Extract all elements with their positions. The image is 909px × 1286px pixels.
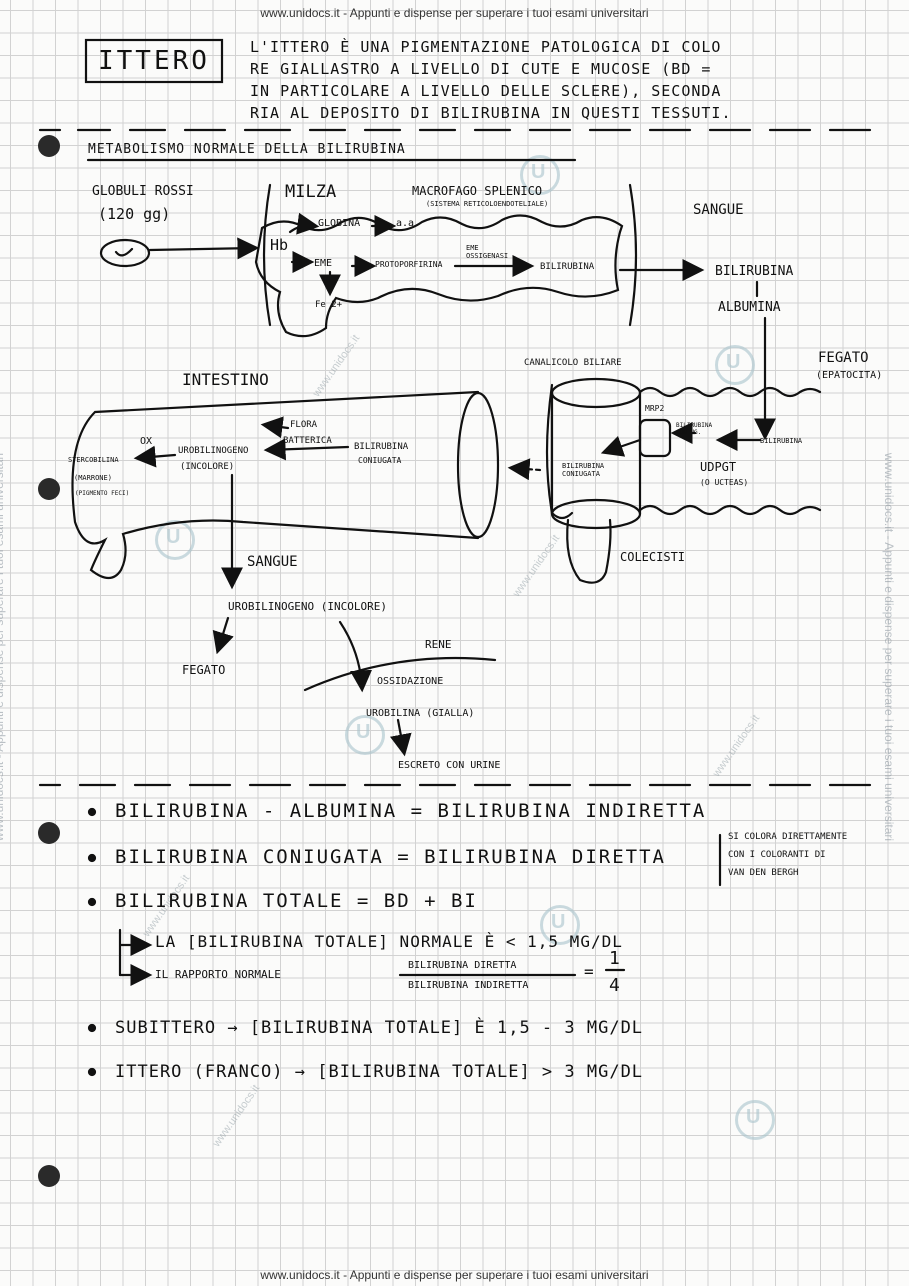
note-valore-normale: LA [BILIRUBINA TOTALE] NORMALE È < 1,5 m… [155,932,623,951]
note-van-den-bergh: CON I COLORANTI DI [728,850,826,860]
binder-hole-icon [38,1165,60,1187]
label-bilirubina-coniug: BILIRUBINA CONIUG. [676,422,713,436]
note-bilirubina-indiretta: BILIRUBINA - ALBUMINA = BILIRUBINA INDIR… [115,800,707,822]
label-stercobilina: STERCOBILINA [68,456,119,464]
label-bilirubina-coniugata-int: CONIUGATA [358,456,402,465]
label-eme: EME [314,258,333,269]
label-urobilina: UROBILINA (GIALLA) [366,708,475,719]
label-canalicolo: CANALICOLO BILIARE [524,358,622,368]
label-vita: (120 gg) [98,205,171,223]
intro-line: IN PARTICOLARE A LIVELLO DELLE SCLERE), … [250,82,722,100]
watermark-top: www.unidocs.it - Appunti e dispense per … [260,6,649,20]
label-macrofago: MACROFAGO SPLENICO [412,184,543,198]
label-ox: OX [140,436,153,447]
note-subittero: SUBITTERO → [BILIRUBINA TOTALE] è 1,5 - … [115,1018,644,1038]
label-fegato-2: FEGATO [182,663,226,677]
label-fegato: FEGATO [818,350,869,366]
note-rapporto-val: 1 [609,948,620,969]
label-sangue: SANGUE [693,202,744,218]
label-bilirubina-albumina: ALBUMINA [718,300,781,315]
label-aa: a.a. [396,218,421,229]
label-milza: MILZA [285,182,337,202]
note-rapporto-eq: = [584,962,594,981]
label-rene: RENE [425,638,452,651]
label-urobilinogeno: UROBILINOGENO [178,446,249,456]
unidocs-logo-icon [520,155,560,195]
label-ossidazione: OSSIDAZIONE [377,676,444,687]
label-fe: Fe 2+ [315,300,343,310]
section-heading: METABOLISMO NORMALE DELLA BILIRUBINA [88,142,406,157]
label-sistema: (SISTEMA RETICOLOENDOTELIALE) [426,200,549,208]
label-eme-ossigenasi: EME OSSIGENASI [466,244,509,260]
note-ittero-franco: ITTERO (FRANCO) → [BILIRUBINA TOTALE] > … [115,1062,644,1082]
label-batterica: BATTERICA [283,436,332,446]
label-pigmento: (PIGMENTO FECI) [75,490,130,497]
intro-line: RIA AL DEPOSITO DI BILIRUBINA IN QUESTI … [250,104,732,122]
label-incolore: (INCOLORE) [180,462,235,472]
label-colecisti: COLECISTI [620,550,686,564]
unidocs-logo-icon [715,345,755,385]
note-rapporto-den: BILIRUBINA INDIRETTA [408,980,529,991]
unidocs-logo-icon [345,715,385,755]
note-van-den-bergh: SI COLORA DIRETTAMENTE [728,832,848,842]
label-globuli-rossi: GLOBULI ROSSI [92,184,194,199]
intro-line: L'ITTERO È UNA PIGMENTAZIONE PATOLOGICA … [250,38,722,56]
label-sangue-2: SANGUE [247,554,298,570]
unidocs-logo-icon [735,1100,775,1140]
label-mrp2: MRP2 [645,404,665,413]
label-o-ucteas: (O UCTEAS) [700,478,749,487]
binder-hole-icon [38,478,60,500]
unidocs-logo-icon [540,905,580,945]
label-bilirubina: BILIRUBINA [540,262,595,272]
page-title: ITTERO [98,46,210,76]
title-box [84,38,224,84]
note-bilirubina-totale: BILIRUBINA TOTALE = BD + BI [115,890,478,912]
unidocs-logo-icon [155,520,195,560]
label-bilirubina-coniugata: BILIRUBINA CONIUGATA [562,462,605,478]
label-epatocita: (EPATOCITA) [816,370,883,381]
label-globina: GLOBINA [318,218,361,229]
label-hb: Hb [270,236,289,254]
note-rapporto-val: 4 [609,975,620,996]
label-flora: FLORA [290,420,318,430]
note-rapporto-label: IL RAPPORTO NORMALE [155,968,281,981]
watermark-bottom: www.unidocs.it - Appunti e dispense per … [260,1268,649,1282]
intro-line: RE GIALLASTRO A LIVELLO DI CUTE E MUCOSE… [250,60,712,78]
label-escreto: ESCRETO CON URINE [398,760,501,771]
note-rapporto-num: BILIRUBINA DIRETTA [408,960,517,971]
label-bilirubina-coniugata-int: BILIRUBINA [354,442,409,452]
label-urobilinogeno-sangue: UROBILINOGENO (INCOLORE) [228,600,387,613]
label-intestino: INTESTINO [182,370,269,389]
binder-hole-icon [38,822,60,844]
note-van-den-bergh: VAN DEN BERGH [728,868,799,878]
label-protoporfirina: PROTOPORFIRINA [375,260,443,269]
label-bilirubina-in: BILIRUBINA [760,437,803,445]
binder-hole-icon [38,135,60,157]
label-marrone: (MARRONE) [74,474,112,482]
label-bilirubina-albumina: BILIRUBINA [715,264,794,279]
note-bilirubina-diretta: BILIRUBINA CONIUGATA = BILIRUBINA DIRETT… [115,846,666,868]
label-udpgt: UDPGT [700,460,737,474]
